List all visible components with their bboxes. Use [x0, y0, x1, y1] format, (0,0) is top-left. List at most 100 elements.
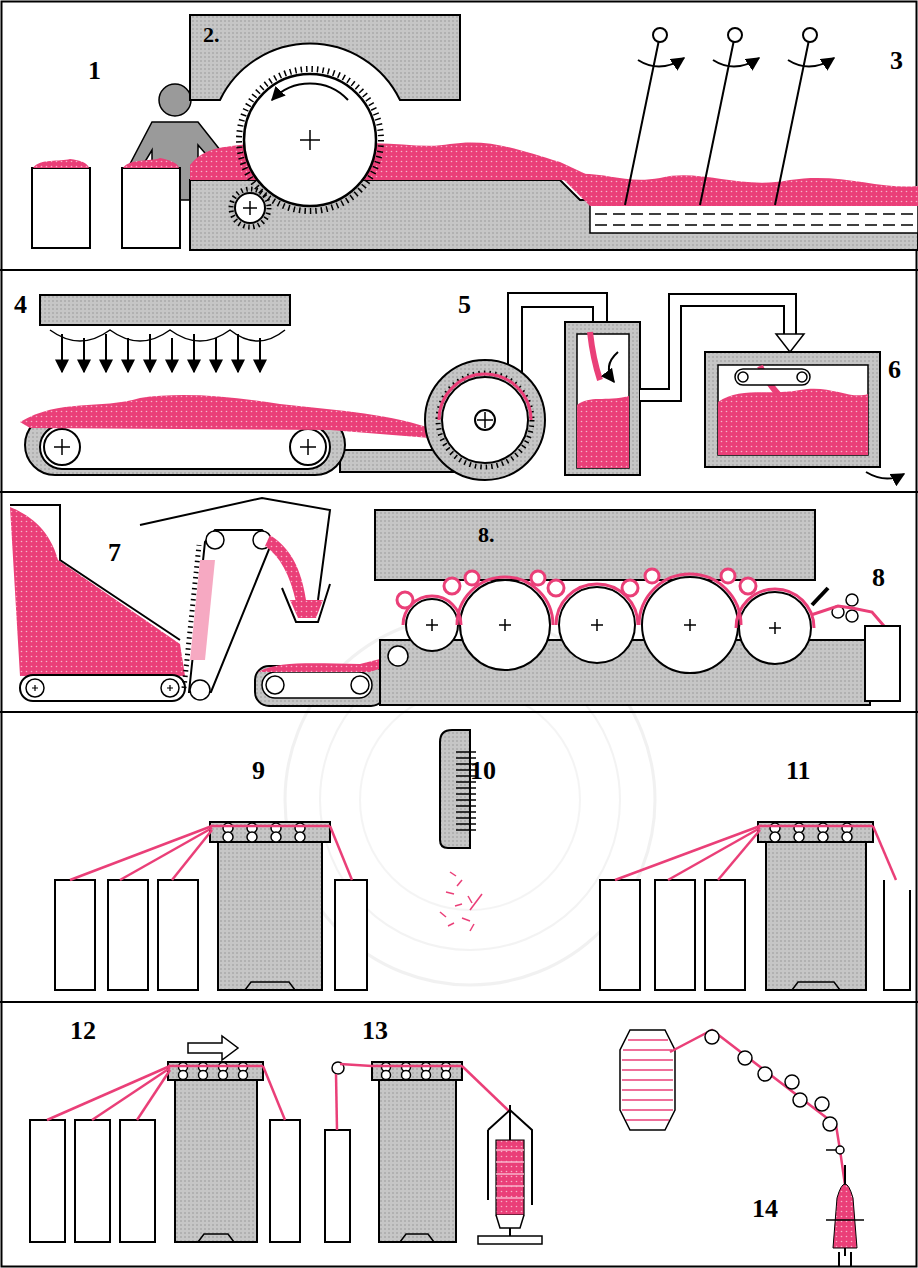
callout-holder: 5	[458, 292, 471, 318]
drawing-frame-third	[30, 1036, 300, 1242]
roving-frame-part-part	[462, 1066, 510, 1112]
drawing-frame-third-part	[75, 1120, 110, 1242]
drawing-frame-first-part-part	[210, 825, 330, 828]
drawing-frame-third-part-part	[92, 1068, 170, 1120]
drawing-frame-third-part-part	[199, 1071, 208, 1080]
opening-cylinder-part	[590, 332, 600, 380]
callout-holder: 11	[786, 758, 811, 784]
drawing-frame-third-part-part	[219, 1071, 228, 1080]
opener-machine	[190, 15, 918, 250]
ring-spinning-frame-part-part	[628, 1039, 668, 1041]
drawing-frame-first-part-part	[247, 832, 257, 842]
blending-beaters	[625, 28, 834, 205]
drawing-frame-third-part-part	[168, 1065, 263, 1068]
carding-machine-part	[739, 592, 811, 664]
roving-frame-part	[478, 1236, 542, 1244]
drawing-frame-third-part	[120, 1120, 155, 1242]
cleaning-section-part-part	[259, 338, 261, 372]
drawing-frame-first-part	[55, 880, 95, 990]
cleaning-section-part-part	[193, 334, 195, 372]
ring-spinning-frame-part-part	[758, 1067, 772, 1081]
callout-number: 11	[786, 758, 811, 784]
drawing-frame-second-part-part	[668, 828, 760, 880]
roving-frame-part	[400, 1234, 434, 1242]
roving-frame-part	[496, 1140, 524, 1215]
hopper-feeder-part	[190, 560, 215, 660]
carding-machine-part-part	[531, 571, 545, 585]
ring-spinning-frame-part-part	[705, 1030, 719, 1044]
hopper-feeder-part	[20, 675, 185, 701]
opener-machine-part	[249, 201, 251, 215]
callout-holder: 14	[752, 1196, 778, 1222]
chute-feed-box	[640, 300, 904, 479]
roving-frame-part-part	[402, 1071, 411, 1080]
carding-machine-part	[388, 646, 408, 666]
chute-feed-box-part	[738, 372, 748, 382]
carding-machine-part	[846, 610, 858, 622]
comb-symbol-part-part	[468, 896, 472, 903]
drawing-frame-second-part	[758, 822, 873, 842]
comb-symbol-part-part	[457, 880, 462, 886]
callout-number: 1	[88, 58, 101, 84]
blending-beaters-part	[728, 28, 742, 42]
hopper-feeder-part	[265, 535, 306, 602]
comb-symbol-part-part	[456, 817, 476, 819]
callout-number: 14	[752, 1196, 778, 1222]
carding-machine-part-part	[721, 569, 735, 583]
roving-frame-part-part	[340, 1064, 372, 1066]
chute-feed-box-part	[718, 365, 868, 455]
blending-beaters-part	[788, 58, 834, 67]
callout-holder: 8	[872, 565, 885, 591]
carding-machine-part	[351, 676, 369, 694]
callout-number: 4	[14, 292, 27, 318]
cleaning-section-part-part	[61, 334, 63, 372]
hopper-feeder-part	[206, 531, 224, 549]
callout-holder: 13	[362, 1018, 388, 1044]
carding-machine-part-part	[397, 592, 413, 608]
drawing-frame-second-part-part	[873, 826, 896, 880]
comb-symbol-part-part	[456, 829, 476, 831]
drawing-frame-second-part-part	[718, 830, 760, 880]
comb-symbol-part-part	[446, 892, 454, 894]
cleaning-section-part-part	[171, 338, 173, 372]
opener-machine-part	[560, 174, 918, 206]
opener-machine-part	[244, 74, 376, 206]
roving-frame-part	[336, 1064, 510, 1130]
drawing-frame-first-part	[245, 982, 295, 990]
ring-spinning-frame-part-part	[815, 1097, 829, 1111]
drawing-frame-first-part	[108, 880, 148, 990]
cleaning-section-part-part	[83, 338, 85, 372]
callout-number: 10	[470, 758, 496, 784]
cleaning-section-part	[62, 334, 260, 372]
carding-machine-part-part	[499, 619, 511, 631]
carding-machine-part	[426, 619, 781, 634]
callout-number: 12	[70, 1018, 96, 1044]
ring-spinning-frame-part-part	[622, 1099, 673, 1101]
opener-machine-part	[595, 213, 918, 215]
drawing-frame-second-part-part	[615, 826, 760, 880]
carding-machine-part	[406, 599, 458, 651]
opening-cylinder-part	[475, 410, 495, 430]
carding-machine-part-part	[684, 619, 696, 631]
comb-symbol-part-part	[456, 811, 476, 813]
ring-spinning-frame-part-part	[738, 1051, 752, 1065]
ring-spinning-frame-part	[622, 1040, 673, 1120]
opening-cylinder-part	[477, 412, 493, 428]
drawing-frame-third-part-part	[137, 1070, 170, 1120]
chute-feed-box-part	[866, 472, 904, 479]
drawing-frame-first-part	[210, 822, 330, 842]
opener-machine-part	[235, 193, 265, 223]
opener-machine-part	[231, 189, 269, 227]
chute-feed-box-part	[797, 372, 807, 382]
comb-symbol-part-part	[456, 793, 476, 795]
ring-spinning-frame-part-part	[622, 1089, 673, 1091]
carding-machine-part-part	[645, 569, 659, 583]
carding-machine-part	[865, 626, 900, 701]
hopper-feeder-part	[10, 507, 185, 676]
cleaning-section-part	[50, 330, 285, 341]
drawing-frame-second-part	[884, 880, 910, 990]
cleaning-section-part-part	[127, 338, 129, 372]
hopper-feeder-part	[189, 530, 272, 692]
opener-machine-part	[595, 224, 918, 226]
